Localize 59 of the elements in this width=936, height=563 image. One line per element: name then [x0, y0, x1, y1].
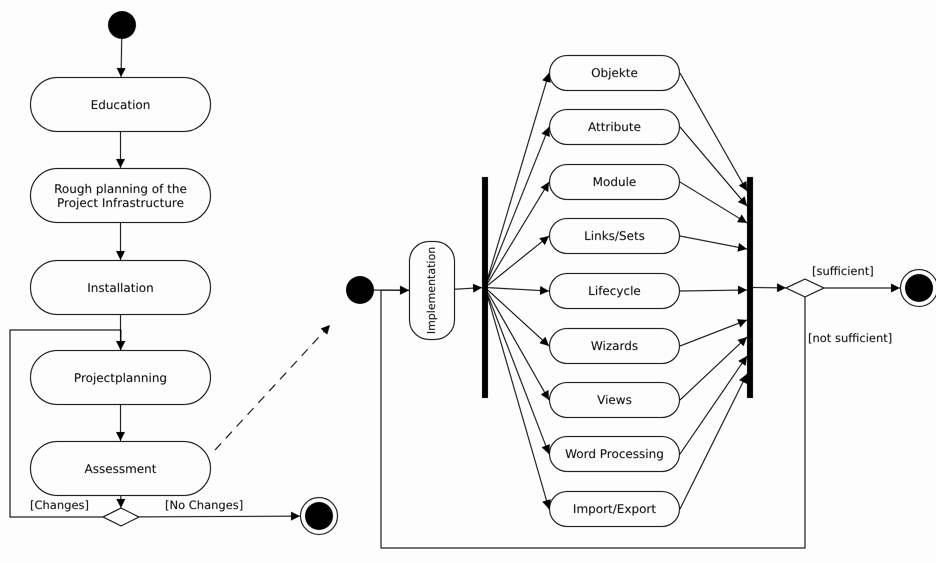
arrow — [680, 336, 748, 400]
arrow — [380, 286, 806, 548]
activity-label: Projectplanning — [72, 370, 168, 384]
arrow — [454, 284, 482, 293]
arrow — [116, 404, 125, 442]
arrow — [116, 38, 126, 78]
arrow — [752, 283, 786, 292]
activity-label: Rough planning of the Project Infrastructure — [53, 182, 188, 210]
guard-label: [not sufficient] — [808, 331, 892, 345]
activity-box — [409, 241, 455, 340]
guard-label: [sufficient] — [812, 264, 874, 278]
activity-label: Word Processing — [564, 447, 665, 461]
arrow — [488, 290, 550, 346]
arrow — [488, 72, 551, 278]
arrow — [488, 126, 550, 280]
arrow — [488, 236, 550, 286]
arrow — [680, 72, 748, 192]
arrow — [488, 286, 550, 295]
arrow — [116, 496, 126, 508]
activity-label: Assessment — [84, 462, 158, 476]
arrow — [680, 374, 748, 510]
activity-label: Attribute — [587, 120, 642, 134]
arrow — [116, 132, 125, 168]
arrow — [488, 292, 550, 400]
arrow — [138, 512, 300, 521]
activity-box — [549, 491, 680, 527]
activity-box — [549, 218, 680, 254]
activity-label: Module — [592, 175, 638, 189]
arrow — [214, 324, 330, 450]
arrow — [680, 319, 748, 346]
arrow — [680, 356, 748, 454]
activity-label: Import/Export — [572, 502, 658, 516]
arrow — [10, 330, 126, 518]
activity-label: Education — [90, 98, 152, 112]
activity-label: Objekte — [590, 66, 639, 80]
activity-box — [549, 328, 680, 364]
activity-box — [549, 382, 680, 418]
guard-label: [Changes] — [30, 498, 89, 512]
arrow — [824, 284, 900, 292]
activity-label: Views — [596, 393, 633, 407]
activity-box — [549, 109, 680, 145]
arrow — [488, 297, 551, 510]
activity-box — [549, 164, 680, 200]
activity-label: Lifecycle — [587, 284, 642, 298]
arrow — [680, 286, 748, 295]
activity-box — [549, 436, 680, 472]
activity-box — [549, 273, 680, 309]
activity-label: Installation — [86, 280, 155, 294]
activity-label: Links/Sets — [583, 229, 646, 243]
activity-box — [549, 55, 680, 91]
arrow — [488, 182, 550, 284]
activity-label: Wizards — [590, 339, 640, 353]
activity-label: Implementation — [426, 246, 438, 334]
arrow — [680, 236, 748, 252]
arrow — [680, 126, 748, 206]
arrow — [488, 294, 550, 454]
guard-label: [No Changes] — [165, 498, 244, 512]
arrow — [680, 182, 748, 224]
arrow — [116, 222, 125, 260]
